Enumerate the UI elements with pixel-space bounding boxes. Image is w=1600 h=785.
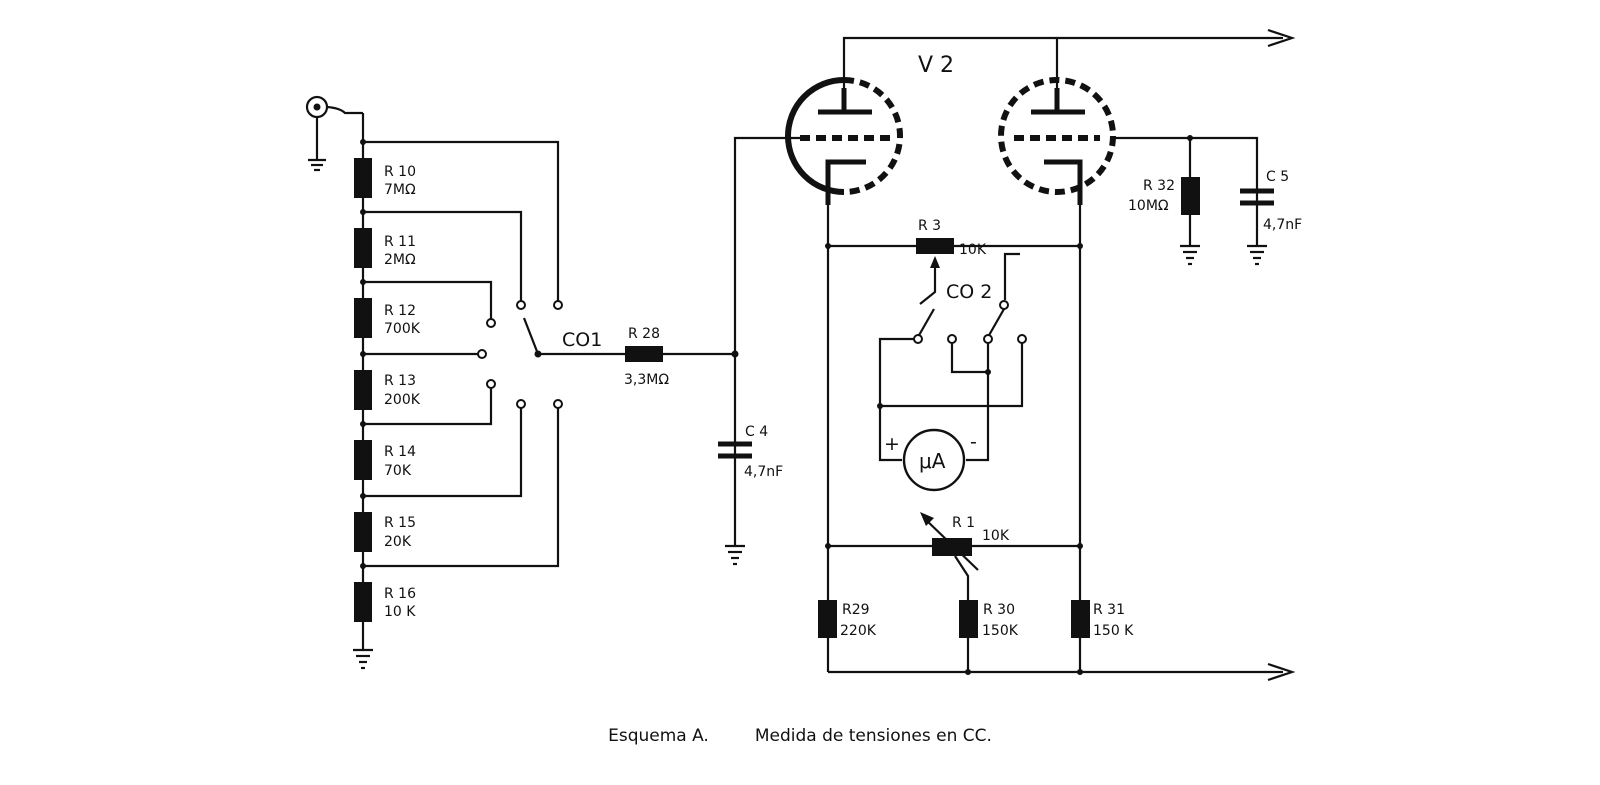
capacitor-c4 — [718, 441, 752, 459]
resistor-r11 — [354, 228, 372, 268]
r1-name: R 1 — [952, 515, 975, 531]
potentiometer-r1 — [932, 538, 972, 556]
co1-label: CO1 — [562, 329, 602, 351]
r12-name: R 12 — [384, 303, 416, 319]
r3-name: R 3 — [918, 218, 941, 234]
arrow-head — [920, 512, 934, 526]
r28-name: R 28 — [628, 326, 660, 342]
grid-lead — [731, 136, 800, 546]
capacitor-c5 — [1240, 188, 1274, 206]
co2-label: CO 2 — [946, 281, 992, 303]
resistor-r14 — [354, 440, 372, 480]
r28-value: 3,3MΩ — [624, 372, 669, 388]
r14-value: 70K — [384, 463, 412, 479]
caption-title: Esquema A. — [608, 726, 709, 746]
output-line-top — [842, 28, 1296, 88]
resistor-r10 — [354, 158, 372, 198]
wiper-arrow — [930, 256, 940, 268]
r29-value: 220K — [840, 623, 877, 639]
c4-name: C 4 — [745, 424, 768, 440]
tube-v2-left — [785, 77, 903, 205]
r16-value: 10 K — [384, 604, 416, 620]
r11-name: R 11 — [384, 234, 416, 250]
figure-caption: Esquema A. Medida de tensiones en CC. — [0, 726, 1600, 746]
c5-name: C 5 — [1266, 169, 1289, 185]
ground-symbol — [353, 648, 373, 670]
r13-name: R 13 — [384, 373, 416, 389]
r14-name: R 14 — [384, 444, 416, 460]
caption-text: Medida de tensiones en CC. — [754, 726, 992, 746]
r31-name: R 31 — [1093, 602, 1125, 618]
ground-symbol — [1247, 244, 1267, 266]
output-line-bottom — [828, 662, 1296, 682]
r30-value: 150K — [982, 623, 1019, 639]
r16-name: R 16 — [384, 586, 416, 602]
resistor-r32 — [1181, 177, 1200, 215]
r30-name: R 30 — [983, 602, 1015, 618]
r31-value: 150 K — [1093, 623, 1134, 639]
r32-value: 10MΩ — [1128, 198, 1169, 214]
c4-value: 4,7nF — [744, 464, 783, 480]
resistor-r31 — [1071, 600, 1090, 638]
microammeter — [902, 428, 966, 492]
ground-symbol — [1180, 244, 1200, 266]
input-jack — [305, 95, 363, 160]
ground-symbol — [725, 544, 745, 566]
range-switch-co1 — [363, 140, 563, 568]
r12-value: 700K — [384, 321, 421, 337]
r15-name: R 15 — [384, 515, 416, 531]
resistor-r28 — [625, 346, 663, 362]
resistor-r30 — [959, 600, 978, 638]
tube-v2-right — [998, 77, 1116, 205]
r15-value: 20K — [384, 534, 412, 550]
resistor-r13 — [354, 370, 372, 410]
ground-symbol — [308, 158, 326, 172]
r32-name: R 32 — [1143, 178, 1175, 194]
meter-minus: - — [970, 431, 977, 453]
r11-value: 2MΩ — [384, 252, 416, 268]
r10-value: 7MΩ — [384, 182, 416, 198]
r10-name: R 10 — [384, 164, 416, 180]
r13-value: 200K — [384, 392, 421, 408]
wiper-lead — [954, 555, 970, 600]
resistor-r15 — [354, 512, 372, 552]
resistor-r29 — [818, 600, 837, 638]
resistor-r16 — [354, 582, 372, 622]
potentiometer-r3 — [916, 238, 954, 254]
r29-name: R29 — [842, 602, 870, 618]
resistor-r12 — [354, 298, 372, 338]
r3-value: 10K — [959, 242, 987, 258]
r1-value: 10K — [982, 528, 1010, 544]
meter-label: μA — [919, 449, 946, 473]
switch-co2 — [877, 252, 1027, 462]
meter-plus: + — [884, 433, 900, 455]
c5-value: 4,7nF — [1263, 217, 1302, 233]
variable-arrow — [923, 517, 979, 571]
tube-label: V 2 — [918, 53, 954, 78]
